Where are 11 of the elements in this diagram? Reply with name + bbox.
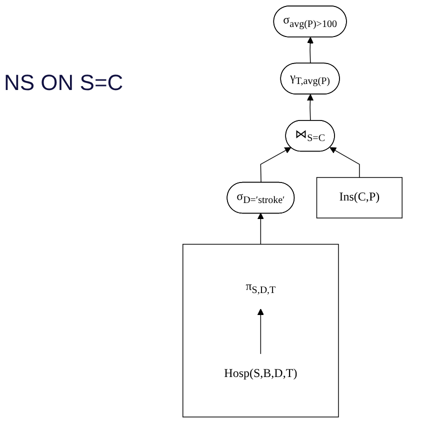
- arrow: [306, 36, 314, 64]
- arrow: [330, 147, 360, 178]
- node-box: Ins(C,P): [316, 177, 402, 218]
- arrow: [260, 147, 292, 184]
- arrow: [257, 308, 264, 354]
- cluster: [182, 244, 339, 418]
- node-text: π$_{S,D,T}$: [246, 280, 276, 296]
- arrow: [306, 94, 314, 122]
- node-text: Hosp(S,B,D,T): [224, 367, 298, 380]
- slide-heading: NS ON S=C: [4, 70, 124, 96]
- arrow: [257, 212, 264, 245]
